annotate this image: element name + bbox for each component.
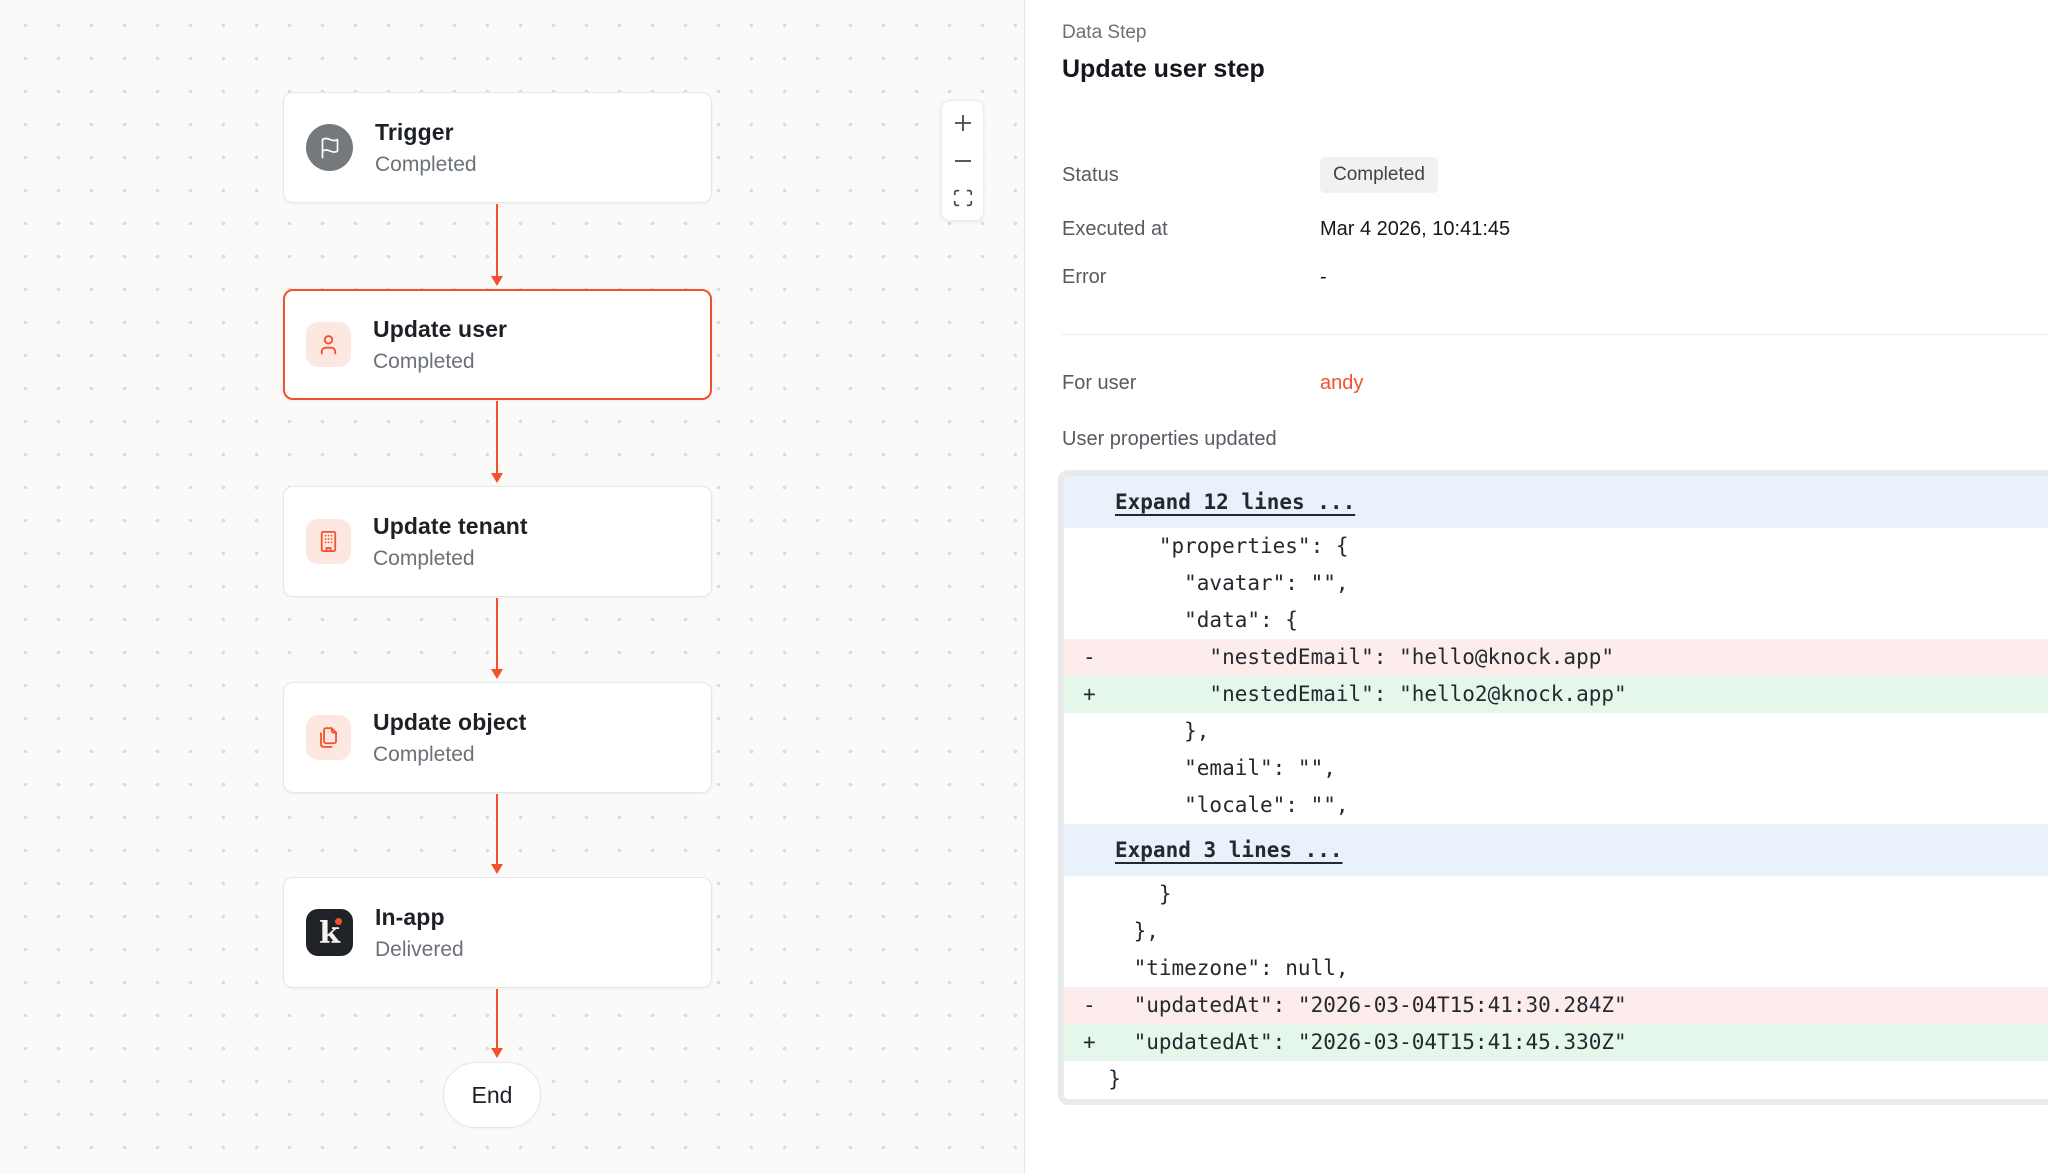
diff-line-context: "email": "",: [1083, 756, 1336, 780]
node-title: Update tenant: [373, 512, 528, 539]
diff-line-context: }: [1083, 1067, 1121, 1091]
field-value: -: [1320, 266, 1327, 288]
diff-line-added: + "nestedEmail": "hello2@knock.app": [1064, 676, 2048, 713]
user-icon: [306, 322, 351, 367]
plus-icon: [954, 115, 971, 131]
diff-line-context: "timezone": null,: [1083, 956, 1349, 980]
node-end[interactable]: End: [443, 1062, 541, 1128]
node-status: Completed: [373, 742, 475, 766]
diff-line-context: },: [1083, 919, 1159, 943]
section-divider: [1062, 334, 2048, 335]
field-label: Executed at: [1062, 218, 1168, 240]
flag-icon: [306, 124, 353, 171]
diff-line-added: + "updatedAt": "2026-03-04T15:41:45.330Z…: [1064, 1024, 2048, 1061]
minus-icon: [954, 159, 971, 162]
zoom-in-button[interactable]: [951, 111, 975, 135]
diff-section-title: User properties updated: [1062, 428, 1277, 450]
edge-arrow: [491, 598, 503, 679]
for-user-row: For user andy: [1062, 372, 1363, 395]
canvas-panel-divider: [1024, 0, 1025, 1174]
diff-line-context: "locale": "",: [1083, 793, 1349, 817]
field-row-executed-at: Executed at Mar 4 2026, 10:41:45: [1062, 218, 1510, 241]
step-detail-panel: Data Step Update user step Status Complet…: [1025, 0, 2048, 1174]
edge-arrow: [491, 989, 503, 1058]
field-row-status: Status Completed: [1062, 157, 1438, 193]
zoom-controls: [941, 100, 984, 221]
node-status: Delivered: [375, 937, 464, 961]
diff-line-removed: - "updatedAt": "2026-03-04T15:41:30.284Z…: [1064, 987, 2048, 1024]
step-type-label: Data Step: [1062, 22, 1147, 43]
zoom-out-button[interactable]: [951, 149, 975, 173]
for-user-link[interactable]: andy: [1320, 372, 1364, 394]
knock-logo: k: [306, 909, 353, 956]
diff-line-context: }: [1083, 882, 1172, 906]
copy-icon: [306, 715, 351, 760]
diff-line-context: },: [1083, 719, 1210, 743]
field-value: Mar 4 2026, 10:41:45: [1320, 218, 1511, 240]
node-status: Completed: [375, 152, 477, 176]
diff-line-context: "properties": {: [1083, 534, 1349, 558]
node-status: Completed: [373, 349, 475, 373]
field-row-error: Error -: [1062, 266, 1327, 289]
end-label: End: [471, 1081, 513, 1108]
diff-container: Expand 12 lines ... "properties": { "ava…: [1058, 470, 2048, 1105]
field-label: Status: [1062, 163, 1119, 186]
edge-arrow: [491, 794, 503, 874]
for-user-label: For user: [1062, 372, 1137, 394]
node-title: In-app: [375, 903, 445, 930]
fit-view-button[interactable]: [951, 186, 975, 210]
edge-arrow: [491, 401, 503, 483]
fit-view-icon: [953, 189, 972, 207]
node-title: Update object: [373, 708, 527, 735]
diff-line-removed: - "nestedEmail": "hello@knock.app": [1064, 639, 2048, 676]
diff-code-block: Expand 12 lines ... "properties": { "ava…: [1064, 476, 2048, 1099]
diff-line-context: "data": {: [1083, 608, 1298, 632]
building-icon: [306, 519, 351, 564]
expand-lines-link[interactable]: Expand 12 lines ...: [1064, 476, 2048, 528]
edge-arrow: [491, 204, 503, 286]
page-title: Update user step: [1062, 55, 1265, 83]
expand-lines-link[interactable]: Expand 3 lines ...: [1064, 824, 2048, 876]
node-status: Completed: [373, 546, 475, 570]
field-label: Error: [1062, 266, 1107, 288]
node-title: Update user: [373, 315, 508, 342]
diff-line-context: "avatar": "",: [1083, 571, 1349, 595]
node-title: Trigger: [375, 118, 454, 145]
status-badge: Completed: [1320, 157, 1438, 193]
